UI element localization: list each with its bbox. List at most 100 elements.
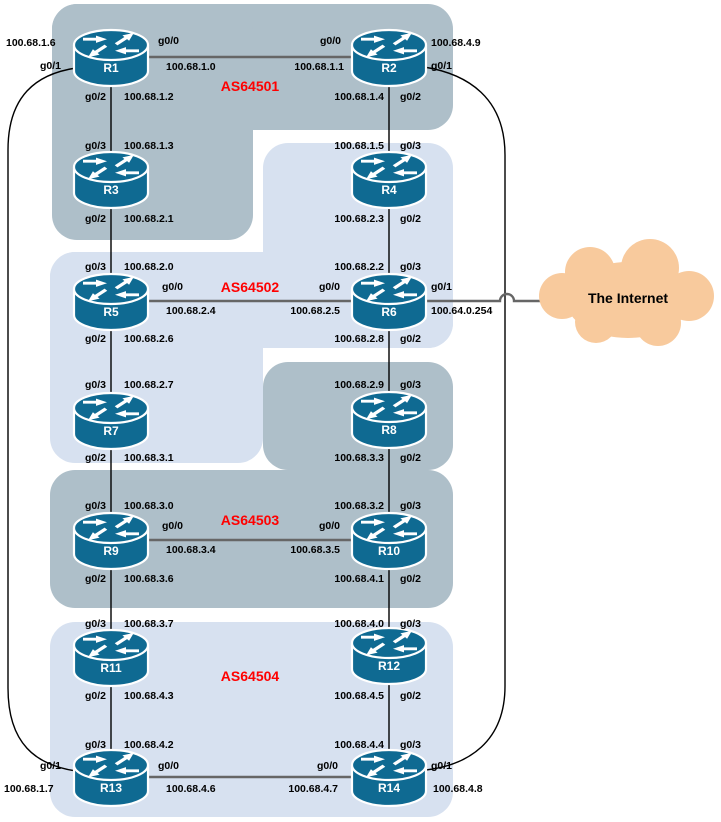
router-arrow-icon [114,395,134,409]
ip-address-label: 100.68.4.8 [433,783,483,795]
router-body-outline [72,528,150,571]
interface-label: g0/3 [400,500,421,512]
cloud-shape [539,273,585,319]
router-r7-icon[interactable]: R7 [72,391,150,451]
internet-cloud-label: The Internet [588,290,668,306]
router-arrow-icon [366,288,386,302]
router-body-outline [350,45,428,88]
router-top [72,748,150,782]
ip-address-label: 100.68.2.0 [124,261,174,273]
router-r13-icon[interactable]: R13 [72,748,150,808]
router-name-label: R4 [381,183,397,197]
router-body [74,45,148,86]
router-arrow-icon [393,47,417,55]
router-arrows [361,32,417,58]
router-arrow-icon [392,154,412,168]
router-r9-icon[interactable]: R9 [72,511,150,571]
router-top [350,748,428,782]
router-body-outline [350,643,428,686]
interface-label: g0/2 [400,213,421,225]
router-r2-icon[interactable]: R2 [350,28,428,88]
router-arrows [83,32,139,58]
ip-address-label: 100.68.1.3 [124,140,174,152]
router-arrow-icon [114,515,134,529]
ip-address-label: 100.68.2.9 [334,379,384,391]
interface-label: g0/0 [158,35,179,47]
router-top [72,628,150,662]
ip-address-label: 100.68.2.1 [124,213,174,225]
ip-address-label: 100.68.2.4 [166,305,216,317]
ip-address-label: 100.68.1.7 [4,783,54,795]
interface-label: g0/1 [431,60,452,72]
router-r4-icon[interactable]: R4 [350,150,428,210]
router-arrows [83,395,139,421]
router-arrow-icon [393,530,417,538]
router-arrow-icon [115,410,139,418]
interface-label: g0/3 [400,739,421,751]
router-arrow-icon [114,32,134,46]
router-body-outline [350,765,428,808]
ip-address-label: 100.68.1.0 [166,61,216,73]
router-body [74,645,148,686]
router-r6-icon[interactable]: R6 [350,272,428,332]
router-name-label: R10 [378,544,400,558]
router-arrows [361,630,417,656]
router-arrow-icon [361,755,385,763]
router-name-label: R11 [100,661,122,675]
router-arrows [83,276,139,302]
router-arrow-icon [114,154,134,168]
router-body [74,408,148,449]
interface-label: g0/0 [162,281,183,293]
router-body-outline [72,289,150,332]
router-arrow-icon [392,394,412,408]
router-arrow-icon [88,166,108,180]
r1-r13-curve [7,67,77,772]
router-r1-icon[interactable]: R1 [72,28,150,88]
router-r14-icon[interactable]: R14 [350,748,428,808]
router-arrow-icon [393,767,417,775]
interface-label: g0/2 [85,91,106,103]
interface-label: g0/0 [317,760,338,772]
router-body-outline [72,408,150,451]
ip-address-label: 100.68.4.4 [334,739,384,751]
router-r3-icon[interactable]: R3 [72,150,150,210]
router-body-outline [350,528,428,571]
router-arrow-icon [83,35,107,43]
router-name-label: R12 [378,659,400,673]
router-r10-icon[interactable]: R10 [350,511,428,571]
router-top [72,28,150,62]
ip-address-label: 100.68.2.5 [290,305,340,317]
ip-address-label: 100.68.3.1 [124,452,174,464]
router-r11-icon[interactable]: R11 [72,628,150,688]
interface-label: g0/2 [400,573,421,585]
router-arrow-icon [114,632,134,646]
router-r12-icon[interactable]: R12 [350,626,428,686]
router-body [74,765,148,806]
router-name-label: R3 [103,183,119,197]
internet-cloud-icon[interactable]: The Internet [539,239,714,346]
router-name-label: R13 [100,781,122,795]
interface-label: g0/2 [400,690,421,702]
ip-address-label: 100.68.1.6 [6,37,56,49]
router-name-label: R2 [381,61,397,75]
router-top [72,511,150,545]
router-top [350,511,428,545]
router-arrow-icon [366,642,386,656]
router-r5-icon[interactable]: R5 [72,272,150,332]
ip-address-label: 100.68.2.3 [334,213,384,225]
router-body [74,167,148,208]
ip-address-label: 100.68.4.7 [288,783,338,795]
interface-label: g0/3 [85,261,106,273]
router-top [350,28,428,62]
interface-label: g0/3 [400,379,421,391]
router-arrow-icon [114,276,134,290]
ip-address-label: 100.68.4.3 [124,690,174,702]
interface-label: g0/3 [85,739,106,751]
interface-label: g0/0 [162,520,183,532]
router-arrow-icon [88,527,108,541]
ip-address-label: 100.68.4.5 [334,690,384,702]
ip-address-label: 100.68.4.0 [334,618,384,630]
router-r8-icon[interactable]: R8 [350,390,428,450]
